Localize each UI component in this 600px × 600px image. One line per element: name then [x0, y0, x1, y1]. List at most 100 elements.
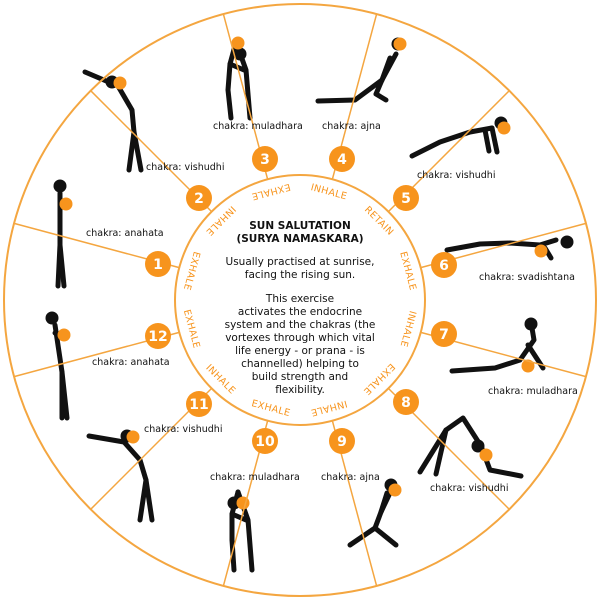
- step-badge-circle: [393, 389, 419, 415]
- pose-limb: [131, 129, 144, 173]
- step-badge: 8: [393, 389, 419, 415]
- pose-12-prayer: [45, 311, 71, 421]
- step-badge-circle: [145, 323, 171, 349]
- chakra-point-icon: [393, 37, 407, 51]
- chakra-label: chakra: vishudhi: [417, 170, 495, 181]
- chakra-labels: chakra: anahata chakra: vishudhi chakra: m…: [86, 121, 578, 494]
- pose-limb: [229, 511, 249, 523]
- pose-limb: [482, 127, 492, 154]
- step-badge: 5: [393, 185, 419, 211]
- step-badge-circle: [329, 146, 355, 172]
- step-badge-circle: [431, 252, 457, 278]
- outer-ring: [3, 3, 597, 597]
- step-number: 10: [255, 434, 275, 450]
- pose-limb: [373, 77, 389, 103]
- pose-head: [45, 311, 59, 325]
- pose-limb: [417, 415, 524, 479]
- pose-head: [227, 496, 241, 510]
- chakra-label: chakra: vishudhi: [430, 483, 508, 494]
- chakra-point-icon: [497, 121, 511, 135]
- chakra-point-icon: [113, 76, 127, 90]
- pose-limb: [59, 369, 70, 421]
- center-subtitle-line: (SURYA NAMASKARA): [236, 233, 363, 245]
- pose-limb: [489, 125, 500, 155]
- pose-head: [524, 317, 538, 331]
- center-body-line: flexibility.: [275, 384, 325, 396]
- step-badge: 10: [252, 428, 278, 454]
- step-badge: 11: [186, 391, 212, 417]
- pose-head: [560, 235, 574, 249]
- chakra-label: chakra: anahata: [86, 228, 164, 239]
- chakra-label: chakra: ajna: [321, 472, 380, 483]
- step-badge: 9: [329, 428, 355, 454]
- center-body-line: This exercise: [265, 293, 334, 305]
- pose-9-lunge: [347, 478, 402, 548]
- pose-5-plank: [409, 116, 511, 159]
- center-body-line: vortexes through which vital: [225, 332, 375, 344]
- step-badge: 3: [252, 146, 278, 172]
- pose-limb: [378, 490, 390, 515]
- chakra-label: chakra: vishudhi: [146, 162, 224, 173]
- pose-limb: [449, 325, 537, 374]
- step-number: 6: [439, 258, 449, 274]
- step-number: 2: [194, 191, 204, 207]
- step-number: 8: [401, 395, 411, 411]
- step-badge: 7: [431, 321, 457, 347]
- pose-limb: [379, 55, 393, 83]
- center-body-line: system and the chakras (the: [225, 319, 376, 331]
- pose-limb: [433, 427, 449, 477]
- chakra-point-icon: [388, 483, 402, 497]
- pose-limb: [409, 125, 495, 159]
- pose-limb: [143, 477, 155, 523]
- center-text: SUN SALUTATION (SURYA NAMASKARA) Usually…: [225, 220, 376, 396]
- chakra-label: chakra: svadishtana: [479, 272, 575, 283]
- chakra-point-icon: [231, 36, 245, 50]
- center-intro-line: Usually practised at sunrise,: [226, 256, 375, 268]
- pose-limb: [86, 433, 149, 523]
- pose-6-eight-limbs: [444, 235, 574, 261]
- center-intro-line: facing the rising sun.: [245, 269, 355, 281]
- pose-limb: [55, 190, 63, 289]
- chakra-point-icon: [479, 448, 493, 462]
- pose-3-forward-bend: [225, 36, 253, 121]
- chakra-label: chakra: ajna: [322, 121, 381, 132]
- pose-10-forward-bend: [227, 489, 255, 573]
- inner-ring: [174, 174, 426, 426]
- step-number: 7: [439, 327, 449, 343]
- chakra-label: chakra: muladhara: [213, 121, 303, 132]
- step-badge-circle: [252, 428, 278, 454]
- step-badge-circle: [329, 428, 355, 454]
- chakra-label: chakra: muladhara: [210, 472, 300, 483]
- chakra-point-icon: [126, 430, 140, 444]
- pose-limb: [372, 525, 399, 548]
- step-badge-circle: [431, 321, 457, 347]
- center-title-line: SUN SALUTATION: [249, 220, 351, 232]
- step-badge: 1: [145, 251, 171, 277]
- pose-limb: [225, 39, 239, 121]
- step-badge-circle: [186, 391, 212, 417]
- step-number: 11: [189, 397, 208, 413]
- step-number: 9: [337, 434, 347, 450]
- center-body-line: build strength and: [252, 371, 348, 383]
- step-badge-circle: [145, 251, 171, 277]
- chakra-label: chakra: anahata: [92, 357, 170, 368]
- step-badge: 6: [431, 252, 457, 278]
- pose-head: [53, 179, 67, 193]
- pose-8-downward-dog: [417, 415, 524, 479]
- chakra-point-icon: [521, 359, 535, 373]
- step-number: 12: [148, 329, 167, 345]
- step-number: 3: [260, 152, 270, 168]
- chakra-point-icon: [534, 244, 548, 258]
- step-number: 5: [401, 191, 411, 207]
- pose-head: [233, 47, 247, 61]
- step-badge-circle: [186, 185, 212, 211]
- chakra-label: chakra: vishudhi: [144, 424, 222, 435]
- step-number: 1: [153, 257, 163, 273]
- step-number: 4: [337, 152, 347, 168]
- chakra-point-icon: [59, 197, 73, 211]
- step-badge: 2: [186, 185, 212, 211]
- center-body-line: activates the endocrine: [238, 306, 362, 318]
